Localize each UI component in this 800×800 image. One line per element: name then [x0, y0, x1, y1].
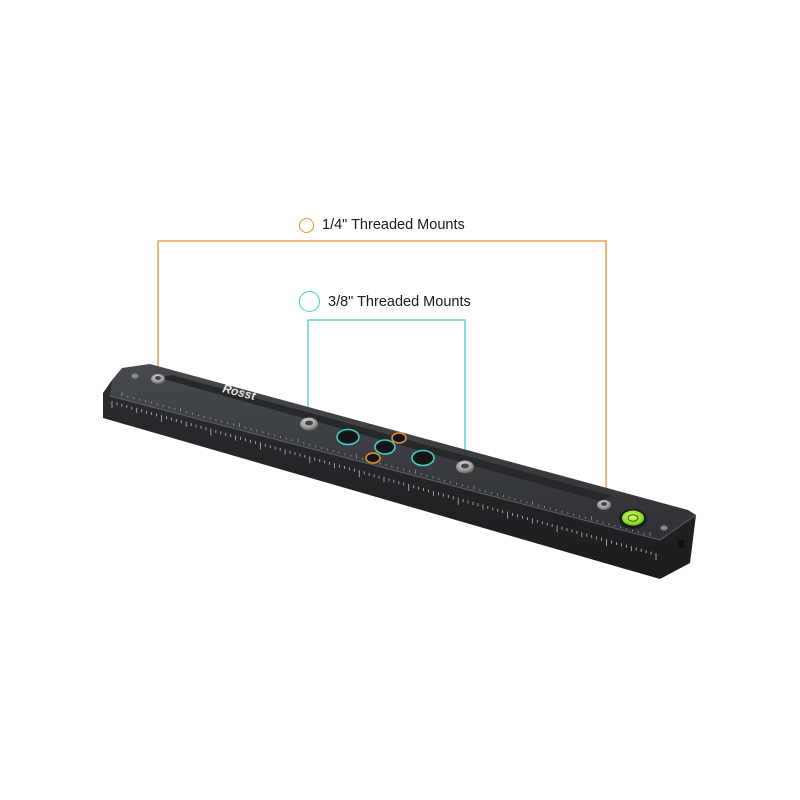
three-eighths-inch-hole-left — [336, 428, 360, 446]
three-eighths-inch-hole-center — [374, 439, 396, 455]
quarter-inch-screw-right — [597, 500, 611, 510]
quarter-inch-screw-left — [151, 374, 165, 384]
rail-top-edge — [109, 395, 697, 541]
orange-ring-icon — [299, 217, 314, 233]
three-eighths-inch-hole-right — [411, 449, 435, 467]
front-scale-ticks — [111, 401, 657, 560]
three-eighths-inch-screw-right — [456, 460, 474, 474]
three-eighths-inch-callout-lines — [307, 319, 466, 462]
rail-top-face — [110, 364, 696, 540]
legend-three-eighths-inch-label: 3/8" Threaded Mounts — [328, 293, 471, 310]
legend-quarter-inch-mounts: 1/4" Threaded Mounts — [299, 217, 465, 233]
legend-three-eighths-inch-mounts: 3/8" Threaded Mounts — [299, 291, 471, 312]
end-face-slot — [678, 540, 684, 548]
bubble-level-icon — [619, 509, 647, 529]
right-end-pin-hole — [660, 525, 668, 531]
left-end-pin-hole — [131, 373, 139, 379]
quarter-inch-hole-lower — [365, 452, 381, 464]
quarter-inch-hole-upper — [391, 432, 407, 444]
three-eighths-inch-screw-left — [300, 417, 318, 431]
teal-ring-icon — [299, 291, 320, 312]
rail-center-channel — [160, 375, 612, 501]
legend-quarter-inch-label: 1/4" Threaded Mounts — [322, 217, 465, 233]
top-scale-ticks — [121, 392, 651, 536]
quarter-inch-callout-lines — [157, 240, 607, 500]
